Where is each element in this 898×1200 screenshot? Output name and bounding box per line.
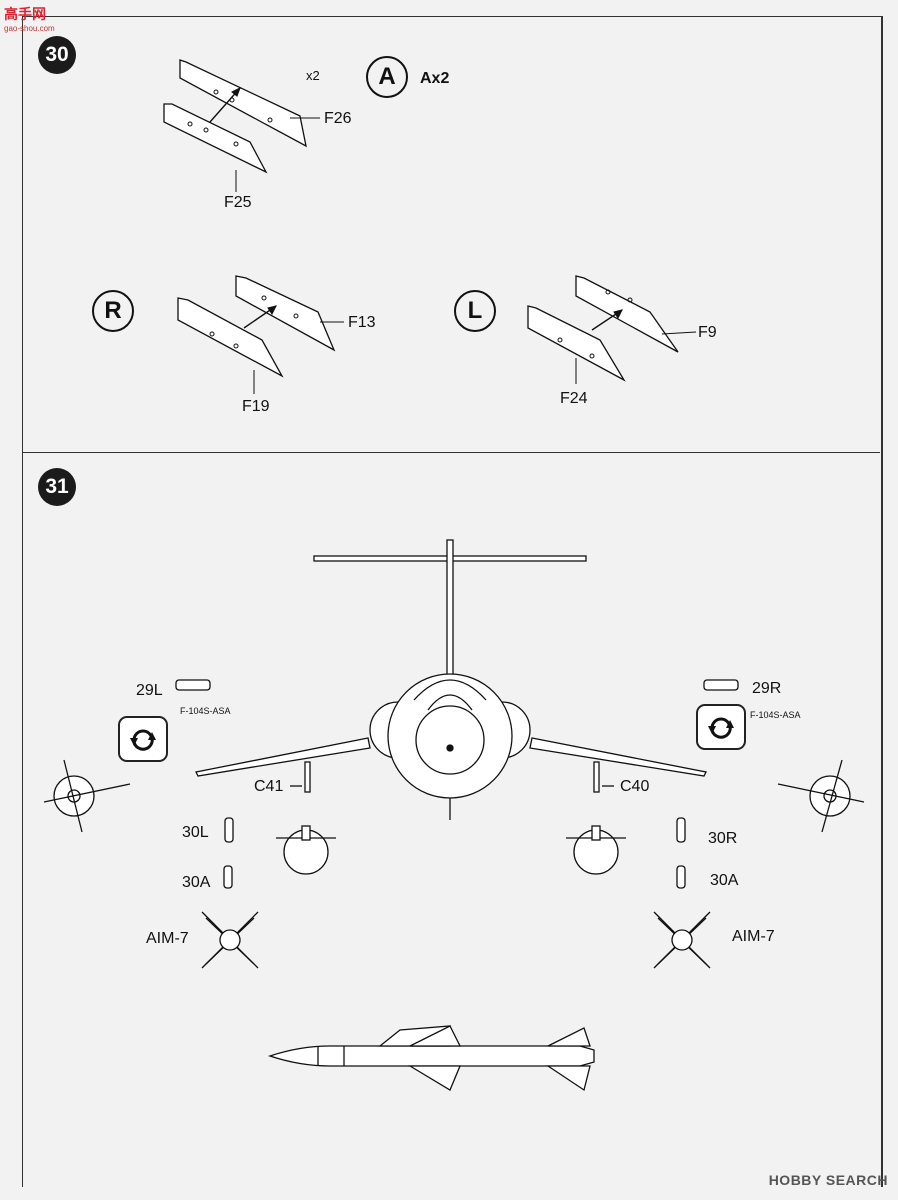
rotate-right-box <box>696 704 746 750</box>
label-f25: F25 <box>224 194 252 211</box>
rotate-icon <box>708 717 734 739</box>
step-divider <box>22 452 880 453</box>
variant-note-right: F-104S-ASA <box>750 710 801 720</box>
part-f9 <box>575 275 679 353</box>
label-f24: F24 <box>560 390 588 407</box>
label-aim7-left: AIM-7 <box>146 930 189 947</box>
label-f19: F19 <box>242 398 270 415</box>
marker-r: R <box>92 290 134 332</box>
marker-a: A <box>366 56 408 98</box>
quantity-times: x2 <box>306 68 320 83</box>
left-rail-front <box>276 825 336 875</box>
aim7-right-front <box>653 911 711 969</box>
rotate-icon <box>130 729 156 751</box>
step-31-badge: 31 <box>38 468 76 506</box>
part-f25 <box>163 103 268 174</box>
label-c41: C41 <box>254 778 284 795</box>
assembly-quantity: Ax2 <box>420 70 450 87</box>
label-aim7-right: AIM-7 <box>732 928 775 945</box>
label-f26: F26 <box>324 110 352 127</box>
part-f26 <box>179 59 307 148</box>
aircraft-front-view <box>195 539 707 820</box>
right-rail-front <box>566 825 626 875</box>
label-30a-right: 30A <box>710 872 739 889</box>
left-wingtip-store <box>43 759 131 833</box>
rotate-left-box <box>118 716 168 762</box>
label-f9: F9 <box>698 324 717 341</box>
aim7-side-view <box>267 1025 595 1092</box>
right-wingtip-store <box>777 759 865 833</box>
instruction-sheet-frame <box>22 16 883 1187</box>
label-30r: 30R <box>708 830 738 847</box>
label-30l: 30L <box>182 824 209 841</box>
step-30-drawings <box>163 59 697 394</box>
part-f24 <box>527 305 626 382</box>
aim7-left-front <box>201 911 259 969</box>
label-29l: 29L <box>136 682 163 699</box>
part-f13 <box>235 275 336 352</box>
site-watermark: 高手网 gao-shou.com <box>4 4 55 33</box>
watermark-site-name: 高手网 <box>4 6 46 22</box>
step-30-badge: 30 <box>38 36 76 74</box>
marker-l: L <box>454 290 496 332</box>
label-30a-left: 30A <box>182 874 211 891</box>
part-f19 <box>177 297 284 378</box>
watermark-url: gao-shou.com <box>4 24 55 33</box>
label-29r: 29R <box>752 680 782 697</box>
label-c40: C40 <box>620 778 650 795</box>
label-f13: F13 <box>348 314 376 331</box>
hobby-search-watermark: HOBBY SEARCH <box>768 1172 888 1188</box>
variant-note-left: F-104S-ASA <box>180 706 231 716</box>
